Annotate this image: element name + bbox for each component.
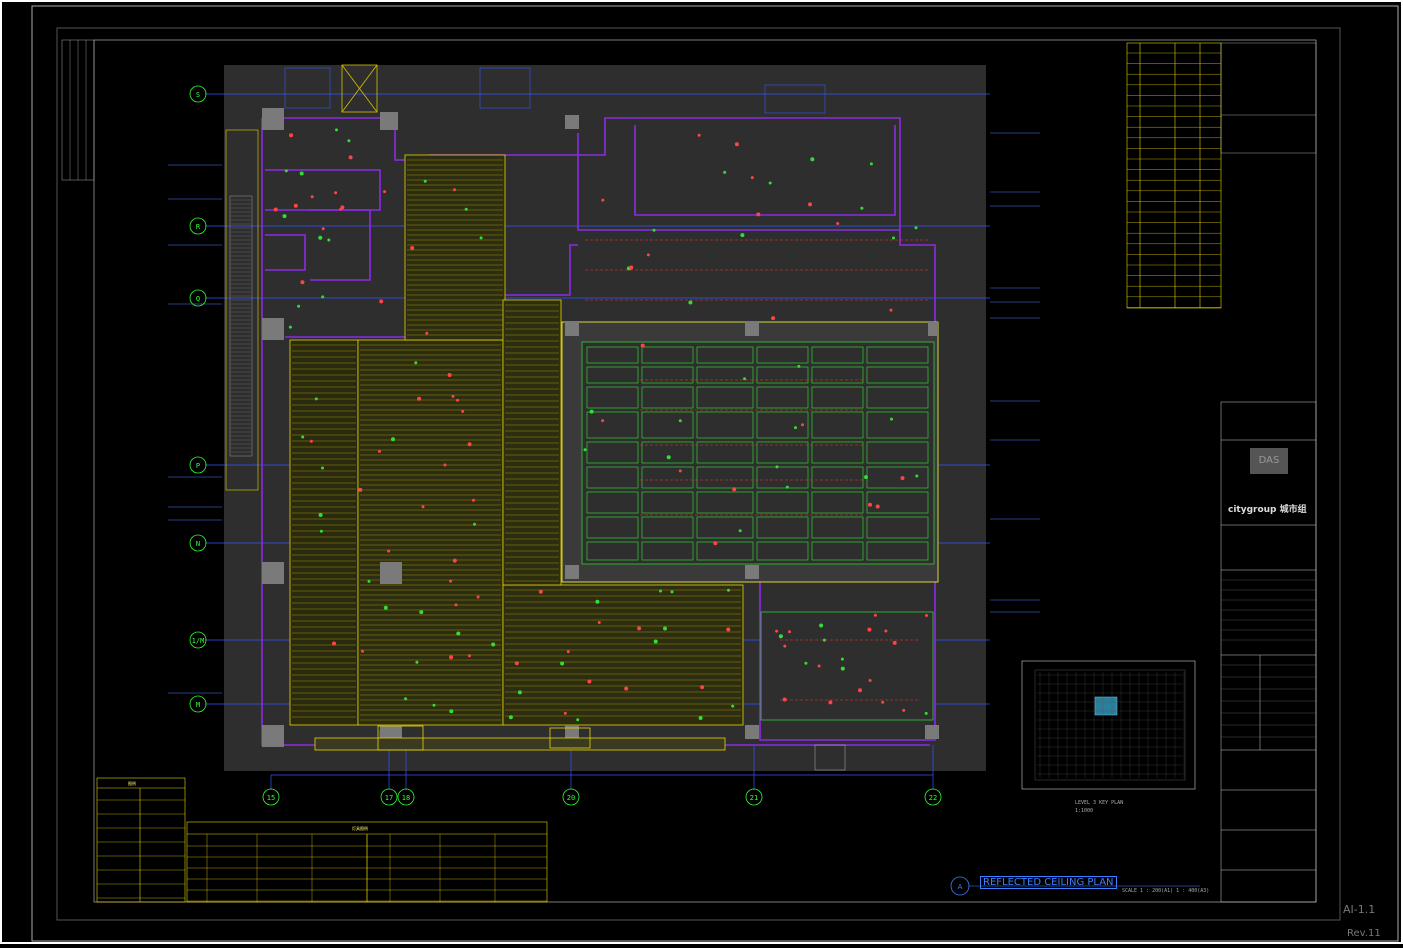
light-panels [586, 346, 929, 561]
key-plan-title: LEVEL 3 KEY PLAN [1075, 800, 1124, 806]
grid-column-label: 18 [402, 794, 410, 802]
key-plan-label: LEVEL 3 KEY PLAN 1:1000 [1075, 800, 1123, 814]
line-legend-title: 图例 [128, 781, 136, 786]
symbol-legend-title: 灯具图例 [352, 826, 368, 831]
column-grid-bubbles [262, 788, 942, 806]
das-logo: DAS [1250, 448, 1288, 474]
column-grid-text: 15 17 18 20 21 22 [267, 794, 937, 802]
bottom-wall [314, 725, 726, 751]
title-block-rows [1221, 579, 1316, 738]
right-level-markers [990, 132, 1040, 613]
symbol-legend-rows [187, 834, 547, 902]
sheet-revision: Rev.11 [1347, 928, 1381, 939]
grid-row-label: S [196, 91, 200, 99]
ceiling-slats-west [289, 339, 359, 726]
grid-column-label: 17 [385, 794, 393, 802]
structural-columns [262, 108, 939, 747]
row-grid-bubbles [189, 85, 207, 713]
column-grid-lines [270, 745, 934, 790]
revision-column [61, 39, 95, 181]
notes-table [1126, 42, 1222, 309]
ceiling-slats-center [357, 154, 506, 726]
key-plan-scale: 1:1000 [1075, 808, 1094, 814]
grid-column-label: 22 [929, 794, 937, 802]
slat-pattern [292, 159, 741, 721]
notes-table-rows [1127, 52, 1221, 308]
grid-row-label: R [196, 223, 201, 231]
grid-column-label: 15 [267, 794, 275, 802]
drawing-border [56, 27, 1341, 921]
grid-row-label: P [196, 462, 200, 470]
escalator-left [225, 129, 259, 491]
citygroup-logo: citygroup 城市组 [1228, 505, 1307, 515]
sheet-number: AI-1.1 [1343, 903, 1376, 916]
top-rooms [284, 67, 826, 114]
stone-border [561, 321, 939, 721]
row-grid-text: S R Q P N 1/M M [192, 91, 205, 709]
drawing-scale: SCALE 1 : 200(A1) 1 : 400(A3) [1122, 888, 1210, 894]
key-plan-grid [1037, 672, 1185, 778]
grid-column-label: 21 [750, 794, 758, 802]
grid-row-label: N [196, 540, 200, 548]
grid-row-label: M [196, 701, 200, 709]
inner-frame [31, 5, 1399, 942]
ceiling-slats-south [502, 299, 744, 726]
title-block-frame [1220, 401, 1317, 903]
stair-bottom [814, 744, 846, 771]
red-dashed-lines [585, 239, 930, 701]
line-legend-table [96, 777, 186, 903]
key-plan [1021, 660, 1196, 790]
drawing-title: REFLECTED CEILING PLAN [980, 876, 1117, 889]
lift-box [341, 64, 378, 113]
plan-title-marker-letter: A [958, 883, 963, 891]
grid-row-label: 1/M [192, 637, 205, 645]
general-notes [1220, 42, 1317, 154]
light-fixtures [273, 128, 928, 722]
grid-row-label: Q [196, 295, 200, 303]
line-legend-rows [97, 799, 185, 899]
escalator-hatch [231, 199, 251, 453]
left-level-markers [168, 164, 222, 694]
grid-column-label: 20 [567, 794, 575, 802]
